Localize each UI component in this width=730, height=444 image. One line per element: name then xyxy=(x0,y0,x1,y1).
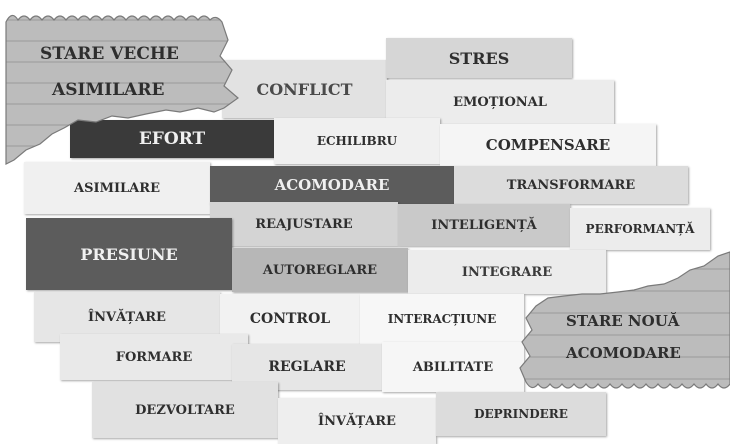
tile-performanta: PERFORMANȚĂ xyxy=(570,208,710,250)
old-state-line1: STARE VECHE xyxy=(40,44,179,64)
tile-presiune: PRESIUNE xyxy=(26,218,232,290)
tile-invatare-bottom: ÎNVĂȚARE xyxy=(278,398,436,444)
old-state-line2: ASIMILARE xyxy=(52,80,165,100)
tile-invatare-left: ÎNVĂȚARE xyxy=(34,292,220,342)
tile-interactiune: INTERACȚIUNE xyxy=(360,294,524,344)
tile-transformare: TRANSFORMARE xyxy=(454,166,688,204)
tile-conflict: CONFLICT xyxy=(222,60,387,118)
tile-formare: FORMARE xyxy=(60,334,248,380)
tile-acomodare: ACOMODARE xyxy=(210,166,454,204)
tile-integrare: INTEGRARE xyxy=(408,250,606,294)
tile-echilibru: ECHILIBRU xyxy=(274,118,440,164)
torn-paper-new-state: STARE NOUĂ ACOMODARE xyxy=(508,248,730,408)
torn-paper-old-shape xyxy=(5,14,239,165)
tile-compensare: COMPENSARE xyxy=(440,124,656,166)
torn-paper-new-shape xyxy=(519,251,730,389)
new-state-line1: STARE NOUĂ xyxy=(566,312,680,330)
new-state-line2: ACOMODARE xyxy=(566,344,681,362)
tile-dezvoltare: DEZVOLTARE xyxy=(92,382,278,438)
tile-efort: EFORT xyxy=(70,120,274,158)
tile-abilitate: ABILITATE xyxy=(382,342,524,392)
tile-inteligenta: INTELIGENȚĂ xyxy=(398,204,570,246)
torn-paper-old-state: STARE VECHE ASIMILARE xyxy=(0,0,250,172)
tile-stres: STRES xyxy=(386,38,572,78)
tile-emotional: EMOȚIONAL xyxy=(386,80,614,124)
tile-autoreglare: AUTOREGLARE xyxy=(232,248,408,292)
tile-deprindere: DEPRINDERE xyxy=(436,392,606,436)
tile-asimilare: ASIMILARE xyxy=(24,162,210,214)
tile-reajustare: REAJUSTARE xyxy=(210,202,398,246)
